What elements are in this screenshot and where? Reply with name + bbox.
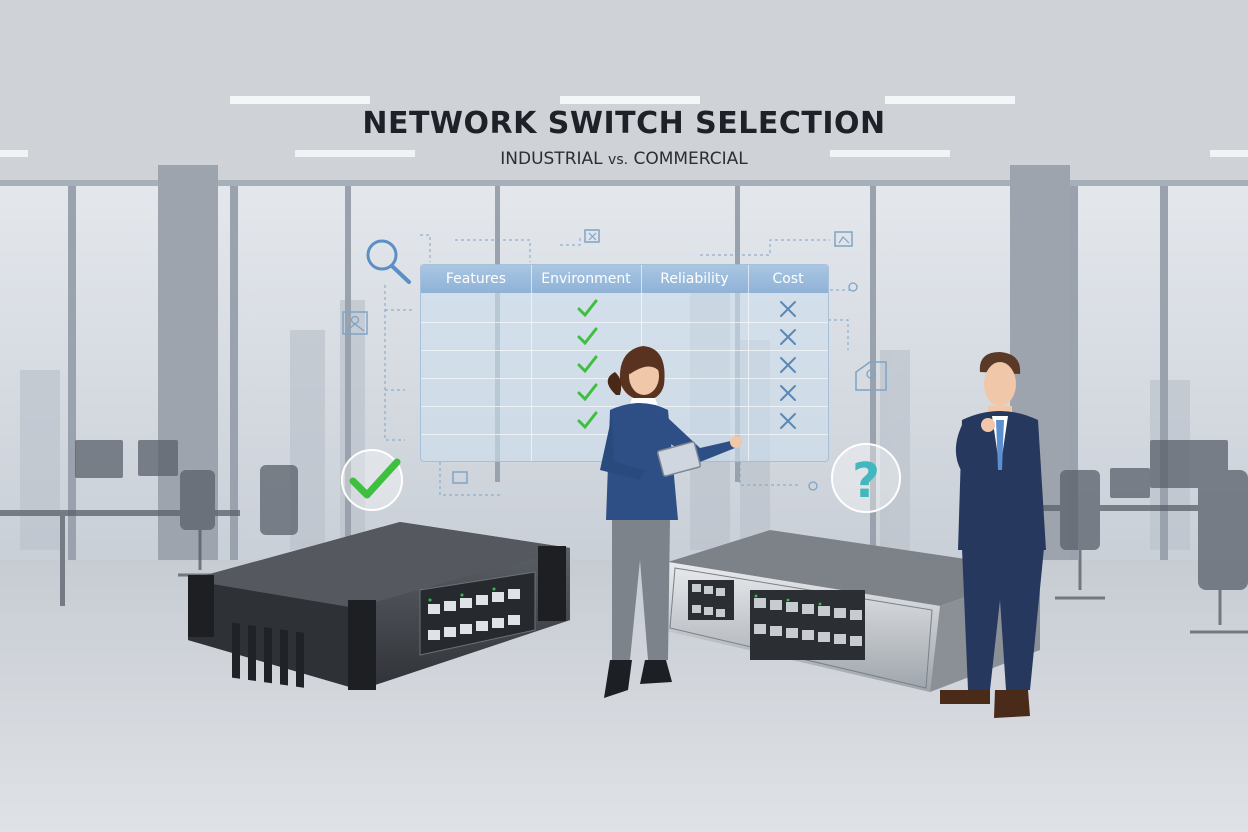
- check-mark-icon: [577, 355, 598, 374]
- svg-text:?: ?: [852, 453, 880, 509]
- row-divider: [421, 322, 828, 323]
- page-subtitle: INDUSTRIAL vs. COMMERCIAL: [0, 149, 1248, 169]
- check-mark-icon: [577, 411, 598, 430]
- column-reliability: Reliability: [660, 271, 729, 287]
- cross-mark-icon: [780, 329, 796, 345]
- cross-mark-icon: [780, 385, 796, 401]
- column-features: Features: [445, 271, 507, 287]
- column-cost: Cost: [772, 271, 804, 287]
- subtitle-vs: vs.: [608, 152, 629, 168]
- table-header: Features Environment Reliability Cost: [421, 265, 828, 293]
- industrial-switch: [188, 522, 570, 690]
- cross-mark-icon: [780, 413, 796, 429]
- check-mark-icon: [577, 327, 598, 346]
- question-circle-icon: ?: [831, 443, 901, 513]
- man-figure: [940, 352, 1046, 718]
- cross-mark-icon: [780, 301, 796, 317]
- check-circle-icon: [341, 449, 403, 511]
- row-divider: [421, 350, 828, 351]
- cross-mark-icon: [780, 357, 796, 373]
- subtitle-industrial: INDUSTRIAL: [500, 149, 603, 169]
- check-mark-icon: [577, 299, 598, 318]
- woman-figure: [600, 346, 742, 698]
- table-marks: [577, 299, 796, 430]
- subtitle-commercial: COMMERCIAL: [633, 149, 748, 169]
- page-title: NETWORK SWITCH SELECTION: [362, 106, 886, 141]
- column-divider: [531, 265, 532, 461]
- check-mark-icon: [577, 383, 598, 402]
- column-divider: [748, 265, 749, 461]
- column-environment: Environment: [541, 271, 631, 287]
